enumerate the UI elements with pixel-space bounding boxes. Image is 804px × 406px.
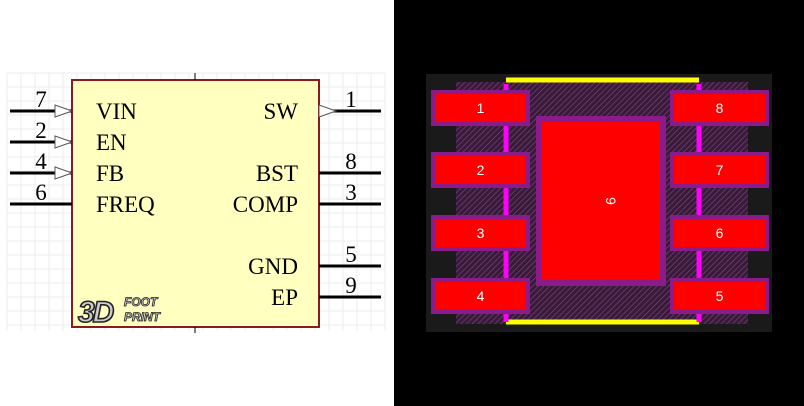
pin-name: SW (264, 99, 299, 124)
pin-name: COMP (233, 192, 298, 217)
input-arrow (318, 104, 338, 118)
pin-name: FREQ (96, 192, 155, 217)
pin-number: 2 (35, 118, 47, 143)
pin-number: 5 (345, 242, 357, 267)
logo-foot: FOOT (124, 295, 159, 309)
logo-3d: 3D (78, 296, 114, 329)
schematic-symbol: 7 VIN 2 EN 4 FB 6 FREQ 1 SW 8 BST 3 COMP 5 GND 9 EP 3D FOOT… (6, 72, 386, 333)
logo-print: PRINT (124, 310, 162, 324)
smd-pad (435, 156, 526, 184)
footprint-panel: 1 2 3 4 8 7 6 5 9 (394, 0, 804, 406)
pin-name: BST (256, 161, 298, 186)
pin-number: 8 (345, 149, 357, 174)
input-arrow (54, 135, 74, 149)
smd-pad (435, 282, 526, 310)
pin-number: 7 (35, 87, 47, 112)
pin-name: GND (248, 254, 298, 279)
pin-name: FB (96, 161, 124, 186)
pin-number: 6 (35, 180, 47, 205)
pad-label: 3 (477, 225, 485, 241)
pad-label: 4 (477, 288, 485, 304)
smd-pad (674, 156, 765, 184)
schematic-panel: 7 VIN 2 EN 4 FB 6 FREQ 1 SW 8 BST 3 COMP 5 GND 9 EP 3D FOOT… (0, 0, 394, 406)
pin-number: 1 (345, 87, 357, 112)
smd-pad (435, 219, 526, 247)
pin-number: 3 (345, 180, 357, 205)
pad-label: 9 (603, 197, 619, 205)
smd-pad (674, 219, 765, 247)
pad-label: 8 (716, 100, 724, 116)
smd-pad (435, 94, 526, 122)
pad-label: 7 (716, 162, 724, 178)
pad-label: 1 (477, 100, 485, 116)
pin-name: EP (271, 285, 298, 310)
pad-label: 6 (716, 225, 724, 241)
smd-pad (674, 94, 765, 122)
exposed-pad (542, 122, 660, 280)
smd-pad (674, 282, 765, 310)
pin-name: EN (96, 130, 127, 155)
input-arrow (54, 104, 74, 118)
pin-number: 9 (345, 273, 357, 298)
input-arrow (54, 166, 74, 180)
pin-number: 4 (35, 149, 47, 174)
pad-label: 5 (716, 288, 724, 304)
pin-name: VIN (96, 99, 137, 124)
ic-body (71, 79, 320, 328)
pad-label: 2 (477, 162, 485, 178)
pcb-footprint: 1 2 3 4 8 7 6 5 9 (426, 74, 772, 332)
